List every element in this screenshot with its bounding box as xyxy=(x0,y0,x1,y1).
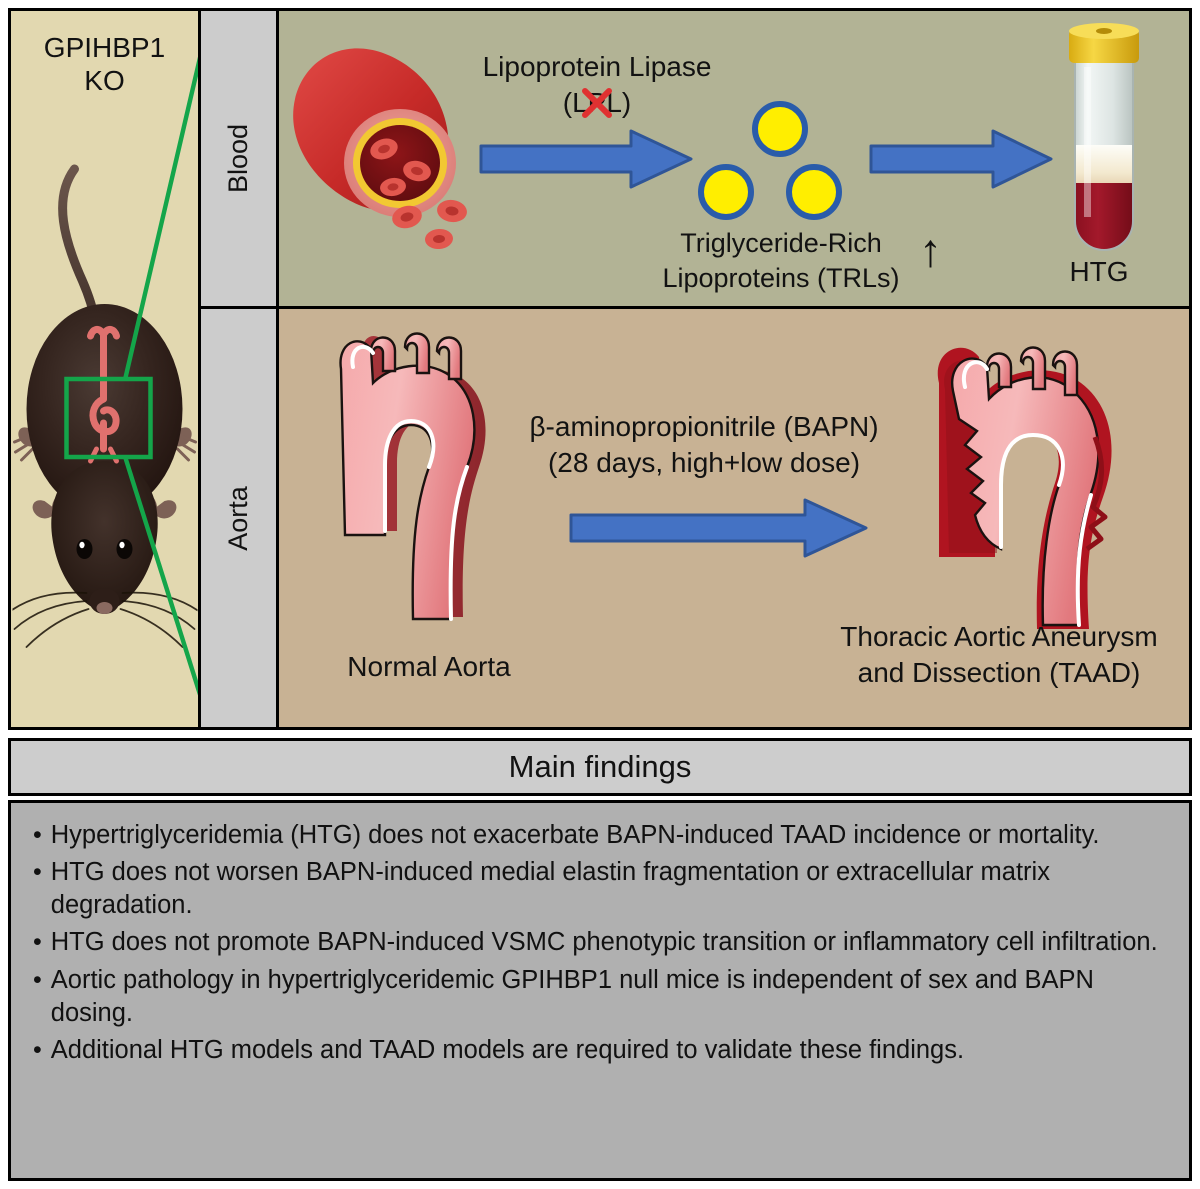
finding-item: • Aortic pathology in hypertriglyceridem… xyxy=(33,964,1163,1030)
lpl-prefix: (L xyxy=(562,86,588,118)
taad-line-1: Thoracic Aortic Aneurysm xyxy=(840,621,1158,652)
bullet-icon: • xyxy=(33,965,42,994)
aorta-panel: Normal Aorta β-aminopropionitrile (BAPN)… xyxy=(279,309,1189,727)
finding-item: • HTG does not promote BAPN-induced VSMC… xyxy=(33,926,1163,959)
rail-aorta-label: Aorta xyxy=(222,485,253,551)
mouse-dorsal-icon xyxy=(12,164,197,648)
blood-vessel-cutaway-icon xyxy=(293,48,467,249)
arrow-vessel-to-trl xyxy=(479,129,693,189)
rail-blood-label: Blood xyxy=(223,123,253,194)
lpl-line-1: Lipoprotein Lipase xyxy=(482,51,712,82)
normal-aorta-label: Normal Aorta xyxy=(347,651,511,682)
genotype-label: GPIHBP1 KO xyxy=(43,32,166,97)
trl-line-1: Triglyceride-Rich xyxy=(680,228,882,258)
finding-item: • HTG does not worsen BAPN-induced media… xyxy=(33,856,1163,922)
lpl-suffix: L) xyxy=(606,86,632,118)
bapn-line-1: β-aminopropionitrile (BAPN) xyxy=(529,411,879,442)
lpl-struck-letter-wrap: P xyxy=(582,85,612,121)
finding-item: • Additional HTG models and TAAD models … xyxy=(33,1034,1163,1067)
bapn-line-2: (28 days, high+low dose) xyxy=(547,447,861,479)
finding-text: HTG does not promote BAPN-induced VSMC p… xyxy=(50,928,1158,957)
normal-aorta-icon xyxy=(339,332,486,621)
taad-label: Thoracic Aortic Aneurysm and Dissection … xyxy=(809,619,1189,692)
top-diagram-block: GPIHBP1 KO xyxy=(8,8,1192,730)
taad-line-2: and Dissection (TAAD) xyxy=(857,657,1141,689)
bullet-icon: • xyxy=(33,821,42,849)
trl-increase-arrow: ↑ xyxy=(919,224,942,276)
bullet-icon: • xyxy=(33,1035,42,1064)
finding-text: HTG does not worsen BAPN-induced medial … xyxy=(50,858,1050,920)
main-findings-list: • Hypertriglyceridemia (HTG) does not ex… xyxy=(8,800,1192,1181)
taad-aorta-icon xyxy=(937,346,1112,629)
lpl-struck-letter: P xyxy=(587,86,607,118)
rail-aorta: Aorta xyxy=(201,309,279,727)
compartment-rails: Blood Aorta xyxy=(201,11,279,727)
rail-blood: Blood xyxy=(201,11,279,309)
finding-item: • Hypertriglyceridemia (HTG) does not ex… xyxy=(33,819,1163,852)
finding-text: Additional HTG models and TAAD models ar… xyxy=(50,1035,965,1064)
lipoprotein-particles-icon xyxy=(698,101,842,220)
bullet-icon: • xyxy=(33,858,42,887)
blood-tube-icon xyxy=(1069,23,1139,251)
arrow-bapn-treatment xyxy=(569,498,868,558)
trl-line-2: Lipoproteins (TRLs) xyxy=(662,263,900,294)
finding-text: Aortic pathology in hypertriglyceridemic… xyxy=(50,965,1094,1027)
arrow-trl-to-htg xyxy=(869,129,1053,189)
bapn-treatment-label: β-aminopropionitrile (BAPN) (28 days, hi… xyxy=(494,409,914,482)
trl-label: Triglyceride-Rich Lipoproteins (TRLs) xyxy=(631,226,931,296)
finding-text: Hypertriglyceridemia (HTG) does not exac… xyxy=(50,821,1100,849)
mouse-model-panel: GPIHBP1 KO xyxy=(11,11,201,727)
htg-label: HTG xyxy=(1069,256,1129,287)
main-findings-title: Main findings xyxy=(508,749,692,784)
main-findings-header: Main findings xyxy=(8,738,1192,796)
bullet-icon: • xyxy=(33,928,42,957)
